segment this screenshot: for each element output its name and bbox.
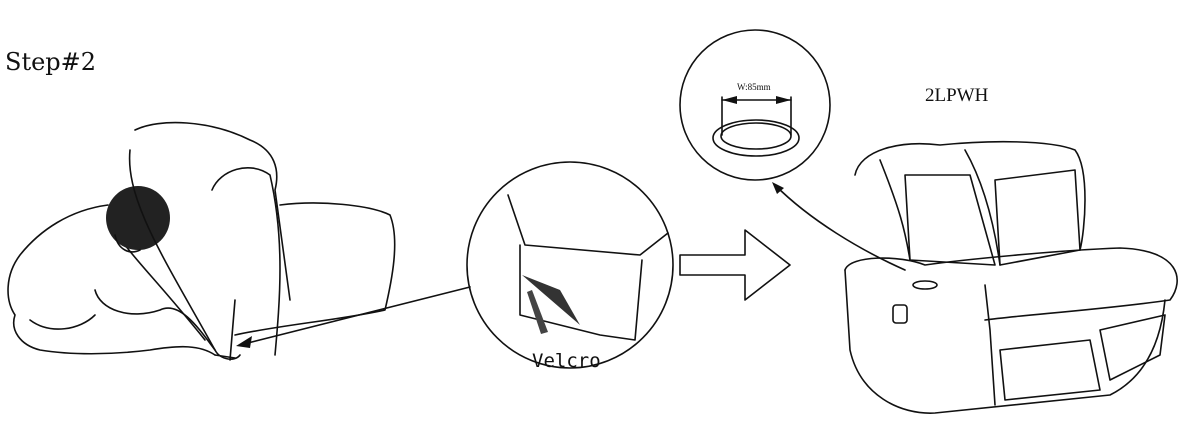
step-label: Step#2 <box>5 48 97 76</box>
pointer-arrowhead-icon <box>236 336 252 348</box>
velcro-label: Velcro <box>532 350 601 372</box>
model-label: 2LPWH <box>925 85 989 106</box>
pointer-line <box>239 286 471 346</box>
cupholder-callout-line <box>774 184 906 271</box>
cupholder-width-label: W:85mm <box>737 82 771 92</box>
cupholder-detail-circle <box>679 29 831 181</box>
velcro-detail-circle <box>466 161 674 369</box>
next-step-arrow-icon <box>679 229 791 301</box>
recliner-illustration <box>128 121 396 361</box>
person-illustration <box>7 186 216 356</box>
callout-arrowhead-icon <box>772 182 784 194</box>
loveseat-illustration <box>844 140 1178 414</box>
person-head <box>106 186 170 250</box>
